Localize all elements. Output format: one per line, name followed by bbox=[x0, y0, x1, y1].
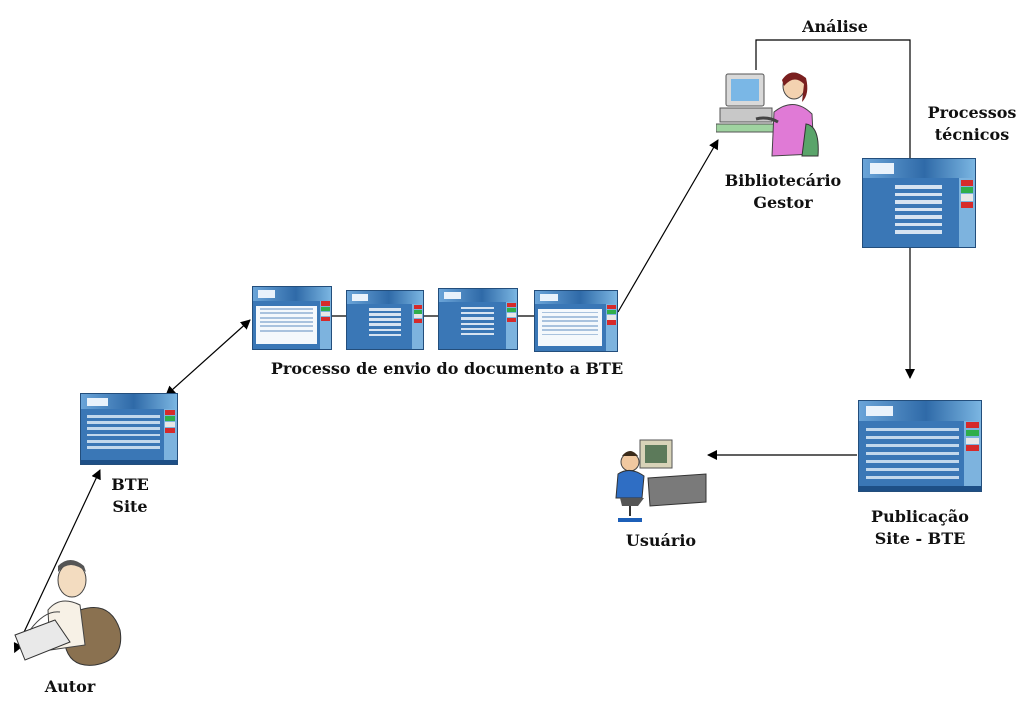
label-bte-site-line2: Site bbox=[112, 497, 148, 516]
autor-icon bbox=[14, 560, 122, 666]
edge-processo-bibliotecario bbox=[617, 139, 719, 313]
label-processos-tecnicos: Processos técnicos bbox=[918, 102, 1026, 146]
label-processo-envio: Processo de envio do documento a BTE bbox=[270, 359, 624, 378]
envio-step-3-screenshot bbox=[438, 288, 518, 350]
label-processos-tecnicos-line2: técnicos bbox=[934, 125, 1010, 144]
label-bte-site: BTE Site bbox=[90, 474, 170, 518]
label-bibliotecario-line2: Gestor bbox=[753, 193, 813, 212]
processos-tecnicos-screenshot bbox=[862, 158, 976, 248]
usuario-icon bbox=[615, 439, 707, 522]
label-publicacao-line2: Site - BTE bbox=[874, 529, 966, 548]
label-analise: Análise bbox=[802, 17, 868, 36]
label-bibliotecario-line1: Bibliotecário bbox=[724, 171, 842, 190]
bte-site-screenshot bbox=[80, 393, 178, 465]
bibliotecario-icon bbox=[716, 72, 819, 157]
label-autor: Autor bbox=[44, 677, 96, 696]
edge-bte-site-processo bbox=[165, 319, 251, 397]
label-usuario: Usuário bbox=[625, 531, 697, 550]
edge-autor-bte-site bbox=[13, 469, 101, 654]
envio-step-4-screenshot bbox=[534, 290, 618, 352]
publicacao-screenshot bbox=[858, 400, 982, 492]
envio-step-2-screenshot bbox=[346, 290, 424, 350]
label-bibliotecario: Bibliotecário Gestor bbox=[708, 170, 858, 214]
envio-step-1-screenshot bbox=[252, 286, 332, 350]
edge-analise bbox=[755, 39, 911, 158]
label-bte-site-line1: BTE bbox=[111, 475, 149, 494]
label-publicacao-line1: Publicação bbox=[871, 507, 969, 526]
label-processos-tecnicos-line1: Processos bbox=[927, 103, 1017, 122]
label-publicacao: Publicação Site - BTE bbox=[850, 506, 990, 550]
